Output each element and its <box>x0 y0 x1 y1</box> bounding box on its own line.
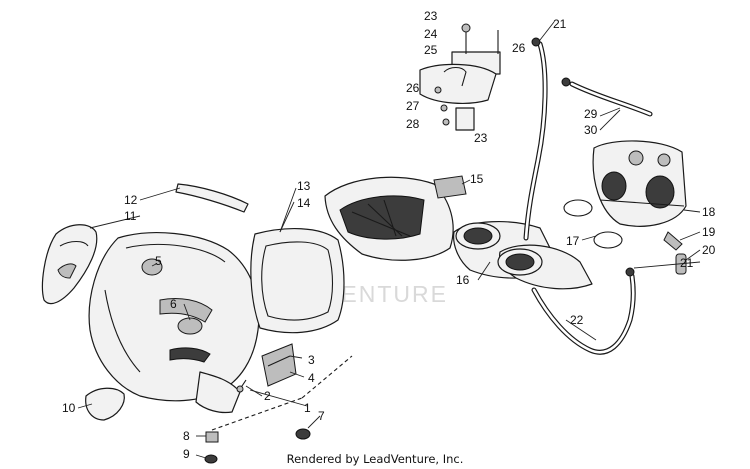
intake-duct <box>324 176 454 261</box>
callout-21-top: 21 <box>553 17 567 31</box>
fuel-rail-bracket <box>419 23 501 131</box>
callout-18: 18 <box>702 205 716 219</box>
callout-26-left: 26 <box>406 81 420 95</box>
callout-3: 3 <box>308 353 315 367</box>
hardware <box>204 379 311 464</box>
callout-4: 4 <box>308 371 315 385</box>
reference-lines <box>211 355 353 431</box>
callout-16: 16 <box>456 273 470 287</box>
callout-28: 28 <box>406 117 420 131</box>
side-cover <box>41 224 98 305</box>
vent-hoses <box>523 37 653 355</box>
callout-29: 29 <box>584 107 598 121</box>
footer-credit: Rendered by LeadVenture, Inc. <box>286 452 464 466</box>
callout-1: 1 <box>304 401 311 415</box>
callout-11: 11 <box>124 209 137 223</box>
callout-24: 24 <box>424 27 438 41</box>
callout-10: 10 <box>62 401 76 415</box>
throttle-bodies <box>592 140 687 275</box>
callout-22: 22 <box>570 313 584 327</box>
air-filter <box>250 228 345 334</box>
callout-12: 12 <box>124 193 138 207</box>
callout-20: 20 <box>702 243 716 257</box>
callout-13: 13 <box>297 179 311 193</box>
decal <box>85 387 125 421</box>
callout-labels: 1 2 3 4 5 6 7 8 9 10 11 12 13 14 15 16 1… <box>62 9 716 461</box>
callout-23-top: 23 <box>424 9 438 23</box>
callout-25: 25 <box>424 43 438 57</box>
seal-strip <box>175 183 249 213</box>
callout-19: 19 <box>702 225 716 239</box>
airbox-housing <box>88 232 260 414</box>
callout-8: 8 <box>183 429 190 443</box>
callout-17: 17 <box>566 234 580 248</box>
callout-5: 5 <box>155 254 162 268</box>
callout-27: 27 <box>406 99 420 113</box>
callout-21-throttle: 21 <box>680 256 694 270</box>
foam-block <box>433 175 467 199</box>
callout-6: 6 <box>170 297 177 311</box>
callout-15: 15 <box>470 172 484 186</box>
callout-9: 9 <box>183 447 190 461</box>
callout-26-right: 26 <box>512 41 526 55</box>
callout-7: 7 <box>318 409 325 423</box>
leader-lines <box>77 21 701 459</box>
intake-boots <box>453 199 623 290</box>
callout-23-bottom: 23 <box>474 131 488 145</box>
callout-2: 2 <box>264 389 271 403</box>
callout-30: 30 <box>584 123 598 137</box>
callout-14: 14 <box>297 196 311 210</box>
intake-flap <box>261 343 297 387</box>
